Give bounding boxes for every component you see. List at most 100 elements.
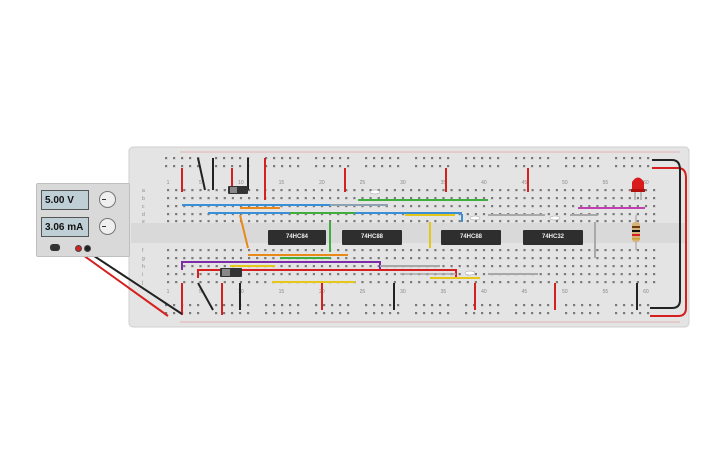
breadboard-hole[interactable] [296, 213, 299, 216]
breadboard-hole[interactable] [353, 205, 356, 208]
breadboard-hole[interactable] [426, 220, 429, 223]
breadboard-hole[interactable] [199, 220, 202, 223]
rail-hole[interactable] [489, 304, 492, 307]
breadboard-hole[interactable] [539, 220, 542, 223]
rail-hole[interactable] [547, 157, 550, 160]
breadboard-hole[interactable] [377, 265, 380, 268]
rail-hole[interactable] [365, 165, 368, 168]
rail-hole[interactable] [365, 157, 368, 160]
breadboard-hole[interactable] [612, 281, 615, 284]
rail-hole[interactable] [231, 165, 234, 168]
breadboard-hole[interactable] [523, 281, 526, 284]
breadboard-hole[interactable] [264, 205, 267, 208]
rail-hole[interactable] [323, 165, 326, 168]
rail-hole[interactable] [523, 304, 526, 307]
breadboard-hole[interactable] [345, 220, 348, 223]
current-knob-icon[interactable] [99, 218, 116, 235]
breadboard-hole[interactable] [385, 281, 388, 284]
breadboard-hole[interactable] [167, 197, 170, 200]
rail-hole[interactable] [531, 304, 534, 307]
breadboard-hole[interactable] [474, 197, 477, 200]
rail-hole[interactable] [389, 157, 392, 160]
rail-hole[interactable] [447, 312, 450, 315]
breadboard-hole[interactable] [175, 220, 178, 223]
breadboard-hole[interactable] [296, 205, 299, 208]
breadboard-hole[interactable] [434, 220, 437, 223]
ic-chip[interactable]: 74HC88 [342, 230, 402, 245]
breadboard-hole[interactable] [547, 213, 550, 216]
breadboard-hole[interactable] [523, 197, 526, 200]
breadboard-hole[interactable] [474, 281, 477, 284]
breadboard-hole[interactable] [288, 265, 291, 268]
rail-hole[interactable] [581, 157, 584, 160]
breadboard-hole[interactable] [434, 189, 437, 192]
breadboard-hole[interactable] [588, 197, 591, 200]
breadboard-hole[interactable] [296, 197, 299, 200]
rail-hole[interactable] [339, 157, 342, 160]
breadboard-hole[interactable] [612, 273, 615, 276]
breadboard-hole[interactable] [628, 197, 631, 200]
breadboard-hole[interactable] [620, 205, 623, 208]
rail-hole[interactable] [539, 312, 542, 315]
rail-hole[interactable] [165, 157, 168, 160]
breadboard-hole[interactable] [418, 257, 421, 260]
breadboard-hole[interactable] [523, 205, 526, 208]
rail-hole[interactable] [365, 312, 368, 315]
breadboard-hole[interactable] [572, 189, 575, 192]
breadboard-hole[interactable] [183, 213, 186, 216]
breadboard-hole[interactable] [280, 197, 283, 200]
breadboard-hole[interactable] [426, 205, 429, 208]
breadboard-hole[interactable] [361, 249, 364, 252]
rail-hole[interactable] [465, 304, 468, 307]
rail-hole[interactable] [273, 157, 276, 160]
breadboard-hole[interactable] [418, 197, 421, 200]
breadboard-hole[interactable] [377, 189, 380, 192]
breadboard-hole[interactable] [491, 249, 494, 252]
breadboard-hole[interactable] [239, 281, 243, 284]
rail-hole[interactable] [197, 304, 200, 307]
breadboard-hole[interactable] [466, 281, 469, 284]
breadboard-hole[interactable] [523, 220, 526, 223]
rail-hole[interactable] [323, 312, 326, 315]
breadboard-hole[interactable] [580, 281, 583, 284]
rail-hole[interactable] [447, 157, 450, 160]
rail-hole[interactable] [481, 312, 484, 315]
rail-hole[interactable] [239, 312, 242, 315]
breadboard-hole[interactable] [653, 249, 656, 252]
ic-chip[interactable]: 74HC88 [441, 230, 501, 245]
breadboard-hole[interactable] [644, 281, 648, 284]
rail-hole[interactable] [431, 165, 434, 168]
rail-hole[interactable] [465, 165, 468, 168]
breadboard-hole[interactable] [248, 213, 251, 216]
breadboard-hole[interactable] [191, 249, 194, 252]
breadboard-hole[interactable] [515, 257, 518, 260]
breadboard-hole[interactable] [628, 213, 631, 216]
breadboard-hole[interactable] [620, 249, 623, 252]
breadboard-hole[interactable] [280, 220, 283, 223]
breadboard-hole[interactable] [563, 213, 567, 216]
breadboard-hole[interactable] [369, 249, 372, 252]
breadboard-hole[interactable] [280, 249, 283, 252]
power-toggle[interactable] [50, 244, 60, 251]
breadboard-hole[interactable] [458, 281, 461, 284]
breadboard-hole[interactable] [515, 220, 518, 223]
rail-hole[interactable] [265, 312, 268, 315]
breadboard-hole[interactable] [337, 273, 340, 276]
breadboard-hole[interactable] [183, 281, 186, 284]
breadboard-hole[interactable] [393, 220, 396, 223]
breadboard-hole[interactable] [329, 189, 332, 192]
rail-hole[interactable] [547, 304, 550, 307]
black-wire[interactable] [197, 157, 206, 191]
rail-hole[interactable] [639, 304, 642, 307]
breadboard-hole[interactable] [377, 273, 380, 276]
breadboard-hole[interactable] [288, 189, 291, 192]
breadboard-hole[interactable] [572, 257, 575, 260]
breadboard-hole[interactable] [353, 189, 356, 192]
breadboard-hole[interactable] [175, 257, 178, 260]
rail-hole[interactable] [389, 165, 392, 168]
slide-switch-icon[interactable] [220, 268, 242, 277]
breadboard-hole[interactable] [410, 249, 413, 252]
breadboard-hole[interactable] [329, 220, 332, 223]
breadboard-hole[interactable] [361, 265, 364, 268]
breadboard-hole[interactable] [223, 265, 226, 268]
